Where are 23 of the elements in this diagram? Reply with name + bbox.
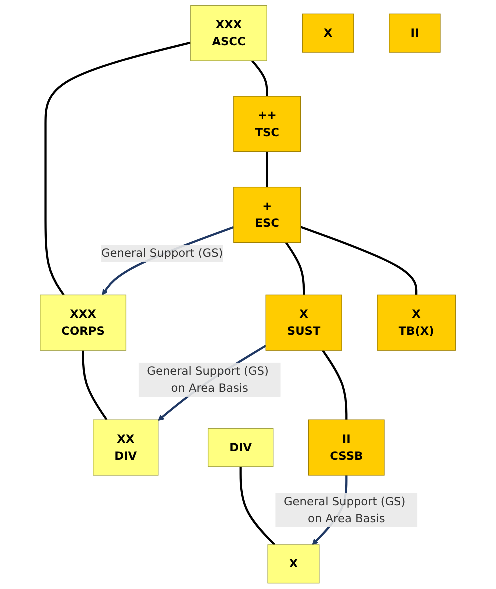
node-box: X SUST — [266, 294, 342, 351]
node-box: II CSSB — [308, 420, 385, 476]
node-box: XXX CORPS — [40, 294, 127, 351]
connector — [240, 466, 276, 546]
node-box: DIV — [208, 428, 274, 468]
connector — [285, 242, 306, 296]
node-box: XXX ASCC — [190, 5, 268, 62]
node-box: XX DIV — [93, 420, 159, 476]
node-box: + ESC — [234, 187, 302, 244]
connector — [44, 42, 192, 296]
node-box: X — [268, 544, 320, 584]
connector — [266, 152, 268, 188]
connector — [82, 350, 108, 421]
node-box: X — [302, 14, 354, 53]
edge-label: General Support (GS) — [102, 246, 224, 260]
connector — [252, 60, 268, 96]
node-box: ++ TSC — [234, 96, 302, 152]
edge-label: General Support (GS) on Area Basis — [284, 494, 406, 526]
connector — [322, 350, 348, 420]
edge-label: General Support (GS) on Area Basis — [147, 364, 269, 395]
node-box: II — [389, 14, 441, 53]
node-box: X TB(X) — [377, 294, 456, 351]
connector — [300, 226, 418, 296]
